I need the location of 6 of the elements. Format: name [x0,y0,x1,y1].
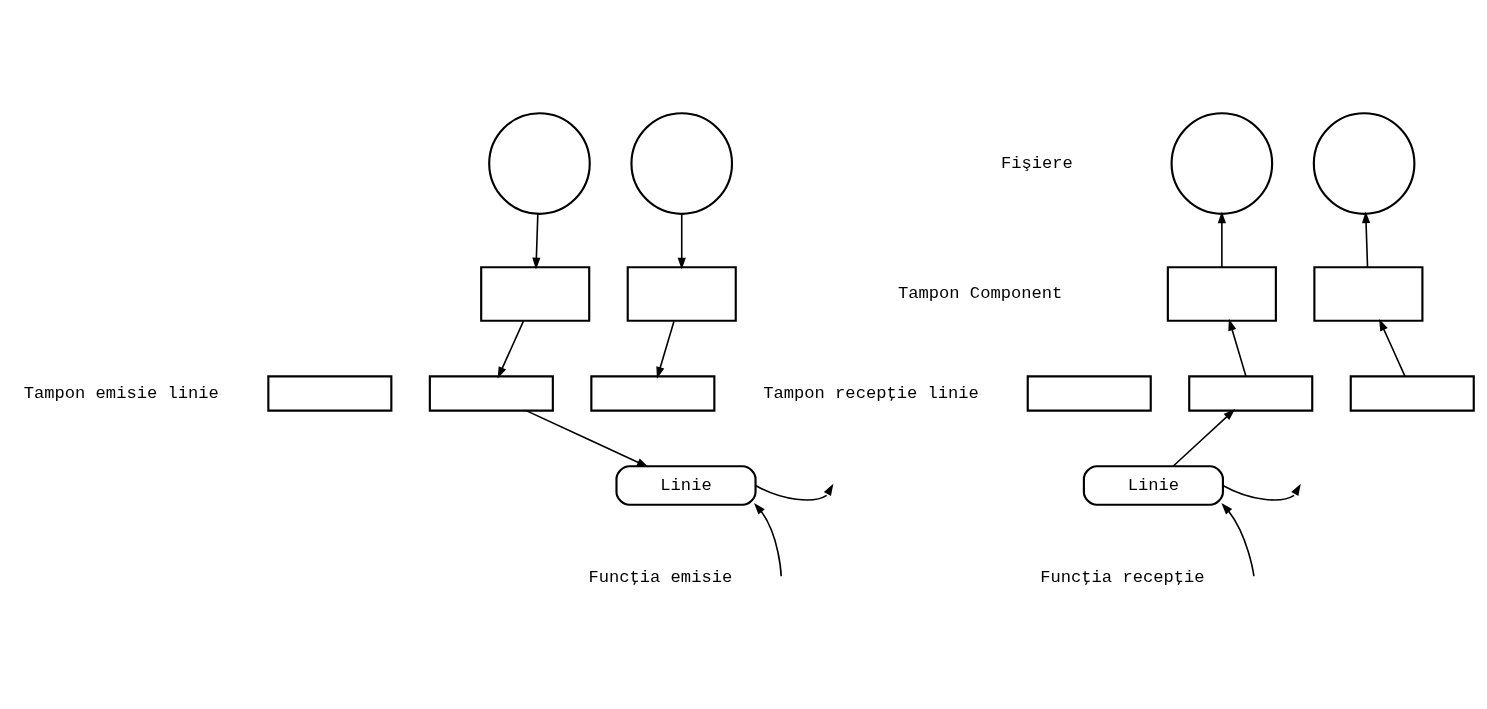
label: Tampon emisie linie [23,383,219,403]
node-label: Funcţia emisie [588,567,733,587]
label: Tampon Component [898,283,1063,303]
label: Tampon recepţie linie [763,383,979,403]
label: Fişiere [1000,153,1073,173]
node-label: Funcţia recepţie [1040,567,1205,587]
